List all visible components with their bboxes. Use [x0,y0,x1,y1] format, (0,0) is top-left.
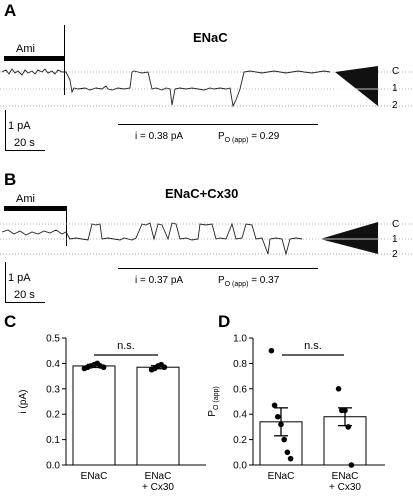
panel-a-po-sub: O (app) [224,137,249,144]
panel-a-scale-horizontal [5,150,45,151]
chart-c-ytick-label: 0.2 [46,410,60,421]
chart-d-data-point [345,424,352,430]
chart-c-ytick-label: 0.0 [46,461,60,472]
chart-c-ytick-label: 0.1 [46,435,60,446]
chart-c-bar [72,365,116,466]
panel-a-level-2: 2 [392,100,398,111]
panel-b-scale-time: 20 s [14,289,35,301]
panel-a-title: ENaC [193,30,228,45]
panel-b-scale-horizontal [5,302,45,303]
panel-b-wash-line [66,206,67,246]
chart-c-data-point [100,364,107,371]
chart-d-data-point [287,455,294,462]
panel-b-scale-current: 1 pA [8,272,31,284]
panel-a-level-marker [335,66,378,106]
chart-c-category-label: ENaC [81,471,108,482]
panel-b-title: ENaC+Cx30 [165,186,239,201]
chart-d-data-point [348,462,355,468]
panel-b-analysis-bar [118,268,318,269]
panel-d-label: D [218,312,231,331]
panel-b-level-marker [320,222,378,254]
panel-a-wash-line [64,25,65,95]
chart-d-ytick-label: 0.4 [233,410,247,421]
chart-d-category-label: + Cx30 [329,482,361,493]
panel-a-level-1: 1 [392,83,398,94]
chart-d-ylabel: PO (app) [207,386,220,416]
chart-d-data-point [281,436,288,443]
panel-a-label: A [4,1,17,20]
panel-b-level-2: 2 [392,249,398,260]
panel-a-scale-vertical [5,110,6,150]
chart-c-data-point [161,364,168,371]
panel-b-level-1: 1 [392,234,398,245]
chart-c-ylabel: i (pA) [18,390,29,414]
panel-a-po-symbol: P [218,131,225,142]
chart-d-ytick-label: 0.0 [233,461,247,472]
panel-b-current-trace [1,222,303,256]
chart-d-data-point [278,421,284,428]
panel-b-po: PO (app) = 0.37 [218,275,279,288]
chart-d-ytick-label: 0.2 [233,435,247,446]
panel-b-po-value: = 0.37 [251,275,280,286]
chart-d-data-point [335,386,342,392]
panel-b-amplitude: i = 0.37 pA [135,275,184,286]
chart-c-ytick-label: 0.3 [46,384,60,395]
chart-d-data-point [275,413,281,420]
panel-c-label: C [4,312,17,331]
panel-a-level-c: C [392,66,400,77]
panel-a-scale-time: 20 s [14,137,35,149]
chart-c-bar [136,366,180,466]
chart-d-ytick-label: 1.0 [233,334,247,345]
chart-d-data-point [271,402,278,409]
chart-d-ytick-label: 0.6 [233,384,247,395]
chart-c-category-label: ENaC [145,471,172,482]
chart-c-ytick-label: 0.4 [46,359,60,370]
chart-d-data-point [268,347,275,354]
panel-a-trace [0,66,413,108]
panel-b-label: B [4,170,17,189]
panel-b-scale-vertical [5,262,6,302]
chart-c-ytick-label: 0.5 [46,334,60,345]
panel-b-trace [0,222,413,256]
panel-a-amiloride-bar [4,56,64,61]
chart-d-data-point [342,407,348,414]
panel-b-amiloride-bar [4,206,66,211]
panel-b-drug-label: Ami [16,193,35,205]
panel-a-analysis-bar [118,124,318,125]
panel-a-po: PO (app) = 0.29 [218,131,279,144]
chart-d-category-label: ENaC [268,471,295,482]
panel-b-level-c: C [392,219,400,230]
panel-a-amplitude: i = 0.38 pA [135,131,184,142]
chart-d-ytick-label: 0.8 [233,359,247,370]
chart-c-category-label: + Cx30 [142,482,174,493]
chart-d-category-label: ENaC [332,471,359,482]
chart-c-sig-label: n.s. [117,340,135,352]
panel-b-po-sub: O (app) [224,281,249,288]
panel-b-po-symbol: P [218,275,225,286]
panel-a-drug-label: Ami [16,43,35,55]
chart-d-data-point [284,449,291,456]
panel-a-po-value: = 0.29 [251,131,280,142]
panel-a-current-trace [1,68,331,108]
panel-a-scale-current: 1 pA [8,120,31,132]
chart-d-sig-label: n.s. [304,340,322,352]
